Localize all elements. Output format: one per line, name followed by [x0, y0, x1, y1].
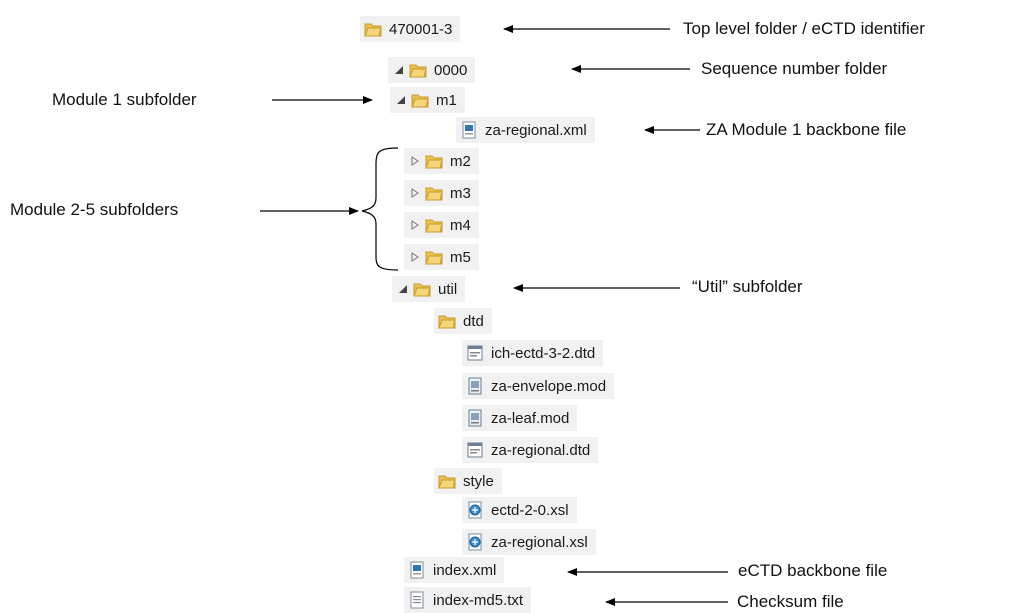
annotation-util: “Util” subfolder	[692, 277, 803, 296]
collapsed-triangle-icon[interactable]	[408, 154, 422, 168]
node-label: ectd-2-0.xsl	[491, 501, 569, 519]
annotation-ectd-backbone: eCTD backbone file	[738, 561, 888, 580]
mod-file-icon	[466, 377, 484, 395]
tree-node-m2[interactable]: m2	[404, 148, 479, 174]
xsl-file-icon	[466, 533, 484, 551]
expanded-triangle-icon[interactable]	[394, 93, 408, 107]
node-label: dtd	[463, 312, 484, 330]
brace-modules-2-5	[361, 147, 399, 271]
annotation-checksum: Checksum file	[737, 592, 844, 611]
node-label: m4	[450, 216, 471, 234]
tree-node-za-regional-xsl[interactable]: za-regional.xsl	[462, 529, 596, 555]
tree-node-style[interactable]: style	[434, 468, 502, 494]
folder-icon	[425, 184, 443, 202]
folder-icon	[425, 216, 443, 234]
node-label: za-regional.xsl	[491, 533, 588, 551]
tree-node-sequence[interactable]: 0000	[388, 57, 476, 83]
node-label: style	[463, 472, 494, 490]
node-label: index.xml	[433, 561, 497, 579]
folder-icon	[409, 61, 427, 79]
node-label: za-envelope.mod	[491, 377, 607, 395]
collapsed-triangle-icon[interactable]	[408, 218, 422, 232]
annotation-za-backbone: ZA Module 1 backbone file	[706, 120, 907, 139]
tree-node-za-envelope[interactable]: za-envelope.mod	[462, 373, 615, 399]
tree-node-za-regional-dtd[interactable]: za-regional.dtd	[462, 437, 599, 463]
folder-icon	[364, 20, 382, 38]
expanded-triangle-icon[interactable]	[392, 63, 406, 77]
node-label: za-leaf.mod	[491, 409, 570, 427]
node-label: za-regional.xml	[485, 121, 587, 139]
node-label: za-regional.dtd	[491, 441, 591, 459]
node-label: m1	[436, 91, 457, 109]
tree-node-index-xml[interactable]: index.xml	[404, 557, 505, 583]
folder-icon	[425, 248, 443, 266]
tree-node-ich-dtd[interactable]: ich-ectd-3-2.dtd	[462, 340, 604, 366]
tree-node-index-md5[interactable]: index-md5.txt	[404, 587, 532, 613]
xsl-file-icon	[466, 501, 484, 519]
folder-icon	[438, 312, 456, 330]
folder-icon	[411, 91, 429, 109]
dtd-file-icon	[466, 441, 484, 459]
tree-node-util[interactable]: util	[392, 276, 466, 302]
node-label: 470001-3	[389, 20, 453, 38]
dtd-file-icon	[466, 344, 484, 362]
tree-node-m4[interactable]: m4	[404, 212, 479, 238]
tree-node-za-leaf[interactable]: za-leaf.mod	[462, 405, 578, 431]
node-label: 0000	[434, 61, 468, 79]
xml-file-icon	[408, 561, 426, 579]
collapsed-triangle-icon[interactable]	[408, 250, 422, 264]
tree-node-ectd-xsl[interactable]: ectd-2-0.xsl	[462, 497, 577, 523]
collapsed-triangle-icon[interactable]	[408, 186, 422, 200]
annotation-module1: Module 1 subfolder	[52, 90, 197, 109]
folder-icon	[413, 280, 431, 298]
node-label: m3	[450, 184, 471, 202]
tree-node-root[interactable]: 470001-3	[360, 16, 461, 42]
text-file-icon	[408, 591, 426, 609]
folder-icon	[438, 472, 456, 490]
node-label: index-md5.txt	[433, 591, 524, 609]
tree-node-m5[interactable]: m5	[404, 244, 479, 270]
tree-node-dtd[interactable]: dtd	[434, 308, 492, 334]
xml-file-icon	[460, 121, 478, 139]
annotation-top-level: Top level folder / eCTD identifier	[683, 19, 925, 38]
node-label: util	[438, 280, 458, 298]
tree-node-za-regional-xml[interactable]: za-regional.xml	[456, 117, 595, 143]
tree-node-m1[interactable]: m1	[390, 87, 465, 113]
annotation-sequence: Sequence number folder	[701, 59, 888, 78]
tree-node-m3[interactable]: m3	[404, 180, 479, 206]
node-label: m5	[450, 248, 471, 266]
folder-icon	[425, 152, 443, 170]
mod-file-icon	[466, 409, 484, 427]
node-label: ich-ectd-3-2.dtd	[491, 344, 596, 362]
expanded-triangle-icon[interactable]	[396, 282, 410, 296]
annotation-modules-2-5: Module 2-5 subfolders	[10, 200, 179, 219]
node-label: m2	[450, 152, 471, 170]
